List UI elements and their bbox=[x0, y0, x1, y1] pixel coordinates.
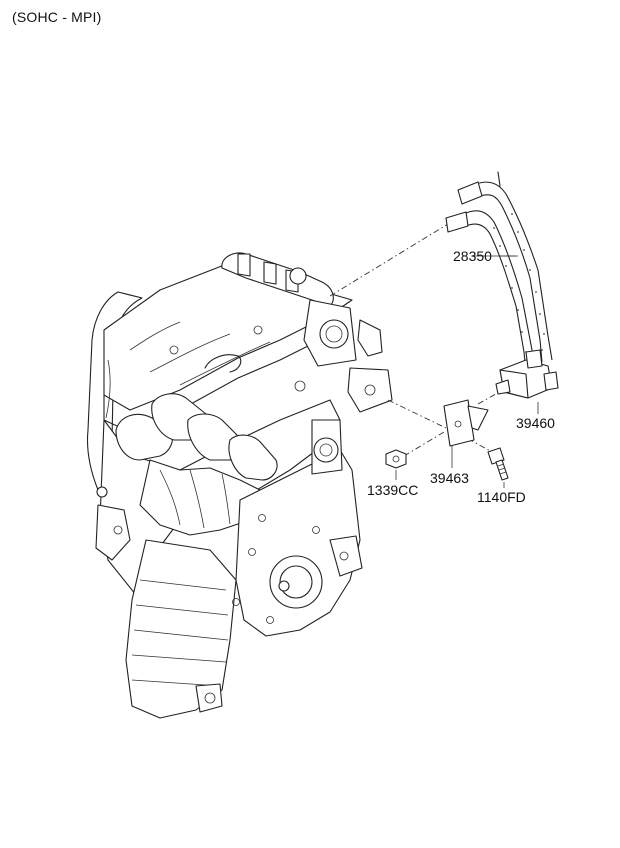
hose-28350 bbox=[445, 171, 553, 373]
label-part-39460: 39460 bbox=[516, 415, 555, 431]
label-part-28350: 28350 bbox=[453, 248, 492, 264]
label-part-39463: 39463 bbox=[430, 470, 469, 486]
valve-39460 bbox=[495, 349, 559, 414]
bracket-39463 bbox=[443, 399, 489, 468]
bolt-1140fd bbox=[487, 447, 509, 488]
engine-variant-caption: (SOHC - MPI) bbox=[12, 9, 102, 25]
nut-1339cc bbox=[385, 449, 407, 480]
label-part-1339cc: 1339CC bbox=[367, 482, 419, 498]
engine-assembly bbox=[86, 252, 393, 719]
label-part-1140fd: 1140FD bbox=[477, 489, 526, 505]
